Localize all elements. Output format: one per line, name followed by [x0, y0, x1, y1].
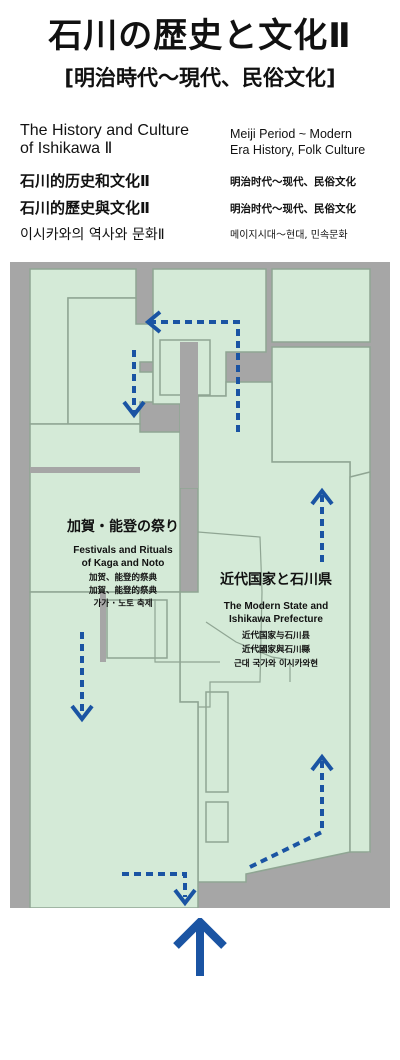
- zone-modern-state: 近代国家と石川県 The Modern State and Ishikawa P…: [202, 570, 350, 671]
- route-arrow-top-left-head-icon: [144, 310, 162, 334]
- wall-lower-right: [290, 870, 324, 892]
- exhibit-period-zh-hant: 明治时代〜现代、民俗文化: [230, 203, 356, 215]
- exhibit-title-ko: 이시카와의 역사와 문화Ⅱ: [20, 227, 165, 243]
- exhibit-title-zh-hant: 石川的歷史與文化Ⅱ: [20, 199, 150, 217]
- zone-modern-state-zh-hans: 近代国家与石川县: [241, 631, 310, 641]
- display-outline-3: [154, 599, 220, 663]
- route-arrows: [70, 310, 334, 907]
- exhibit-period-ko: 메이지시대〜현대, 민속문화: [230, 230, 348, 241]
- wall-partition-1: [30, 467, 140, 473]
- corridor-lower-left: [29, 591, 199, 908]
- room-lower-block: [106, 599, 168, 659]
- exhibit-period-en-line1: Meiji Period ~ Modern: [230, 127, 352, 141]
- entrance-arrow-up-icon: [173, 918, 227, 976]
- room-lower-right-case: [205, 691, 229, 793]
- route-arrow-lower-right-up-head-icon: [310, 753, 334, 772]
- display-outline-1: [197, 531, 263, 708]
- wall-partition-3: [180, 342, 198, 488]
- zone-kaga-noto-en-line2: of Kaga and Noto: [81, 558, 165, 569]
- route-arrow-middle-left-down-head-icon: [70, 704, 94, 723]
- exhibit-period-en-line2: Era History, Folk Culture: [230, 143, 366, 157]
- route-arrow-left-down-head-icon: [122, 400, 146, 419]
- floor-map-svg: [10, 262, 390, 908]
- zone-kaga-noto-zh-hant: 加賀、能登的祭典: [88, 586, 157, 596]
- zone-kaga-noto-zh-hans: 加贺、能登的祭典: [88, 573, 157, 583]
- exhibit-title-en-line1: The History and Culture: [20, 122, 189, 139]
- wall-lower-right-2: [330, 852, 374, 876]
- zone-modern-state-en-line1: The Modern State and: [223, 601, 329, 612]
- zone-modern-state-zh-hant: 近代國家與石川縣: [241, 645, 310, 655]
- route-arrow-bottom-entry: [122, 872, 187, 897]
- zone-modern-state-ja: 近代国家と石川県: [220, 572, 332, 588]
- route-arrow-bottom-entry-head-icon: [173, 888, 197, 907]
- zone-kaga-noto-en-line1: Festivals and Rituals: [73, 545, 173, 556]
- room-upper-right: [271, 268, 371, 343]
- exhibit-period-zh-hans: 明治时代〜现代、民俗文化: [230, 176, 356, 188]
- zone-modern-state-en-line2: Ishikawa Prefecture: [229, 614, 323, 625]
- route-arrow-top-left: [150, 320, 240, 432]
- zone-kaga-noto-ja: 加賀・能登の祭り: [67, 519, 179, 535]
- display-outline-2: [205, 621, 291, 682]
- page-title: 石川の歴史と文化Ⅱ: [48, 16, 352, 56]
- floor-map: 加賀・能登の祭り Festivals and Rituals of Kaga a…: [10, 262, 390, 908]
- zone-kaga-noto: 加賀・能登の祭り Festivals and Rituals of Kaga a…: [48, 517, 198, 611]
- zone-kaga-noto-ko: 가가 · 노토 축제: [93, 599, 153, 609]
- exhibit-title-zh-hans: 石川的历史和文化Ⅱ: [20, 172, 150, 190]
- route-arrow-lower-right-up: [249, 760, 324, 869]
- page-subtitle: [明治時代〜現代、民俗文化]: [64, 66, 336, 90]
- wall-partition-2: [100, 592, 106, 662]
- room-right-strip: [349, 471, 371, 853]
- route-arrow-right-up-head-icon: [310, 487, 334, 506]
- zone-modern-state-ko: 근대 국가와 이시카와현: [233, 659, 319, 669]
- room-lower-right-case2: [205, 801, 229, 843]
- exhibit-title-en-line2: of Ishikawa Ⅱ: [20, 140, 113, 157]
